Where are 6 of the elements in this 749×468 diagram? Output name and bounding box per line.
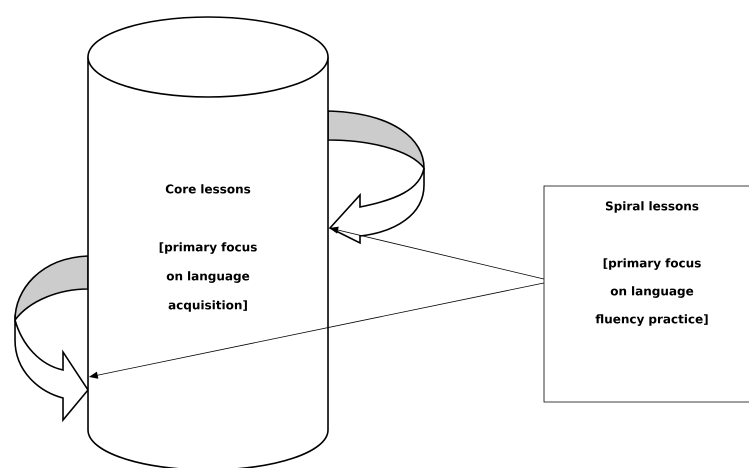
description: [primary focus on language fluency practice] (596, 258, 708, 326)
heading: Core lessons (166, 184, 250, 194)
heading: Spiral lessons (606, 201, 698, 213)
text-box (544, 186, 749, 402)
description: [primary focus on language acquisition] (160, 242, 257, 312)
cylinder (87, 16, 329, 468)
